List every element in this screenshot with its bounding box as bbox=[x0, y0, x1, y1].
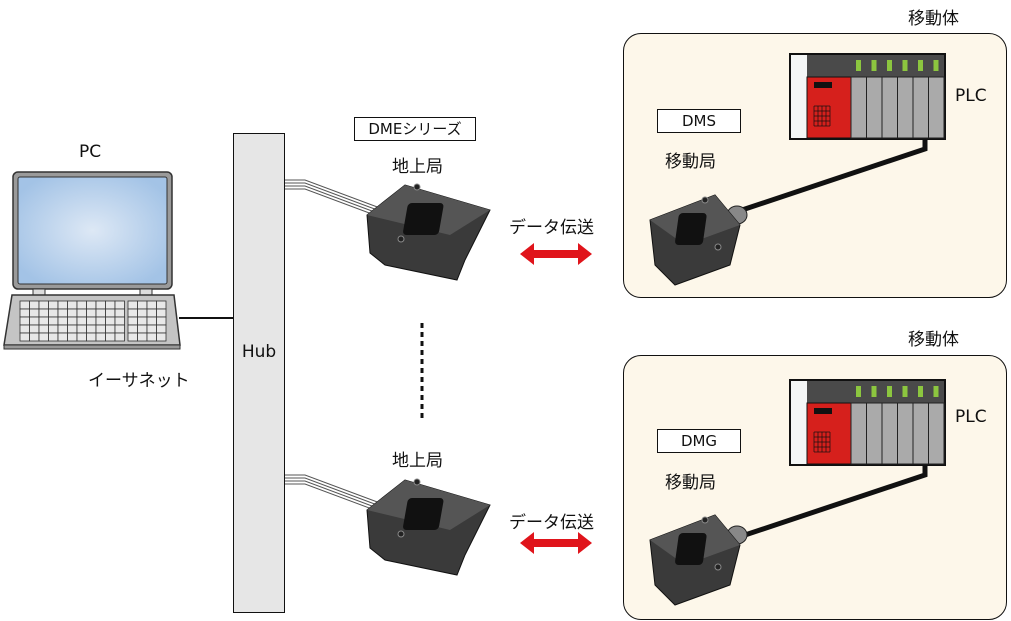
bidirectional-arrow-icon bbox=[520, 243, 592, 265]
mobile-station-sensor bbox=[649, 194, 748, 286]
pc-label: PC bbox=[79, 142, 102, 162]
plc-icon bbox=[729, 379, 946, 543]
ground-station-sensor bbox=[285, 179, 491, 281]
mobile-station-sensor bbox=[649, 514, 748, 606]
ground-station-label: 地上局 bbox=[392, 157, 443, 177]
separator-dots bbox=[420, 323, 424, 418]
mobile-body-title: 移動体 bbox=[908, 330, 959, 350]
bidirectional-arrow-icon bbox=[520, 532, 592, 554]
plc-icon bbox=[729, 53, 946, 217]
mobile-station-label: 移動局 bbox=[665, 152, 716, 172]
series-label: DMEシリーズ bbox=[354, 117, 476, 141]
ground-station-sensor bbox=[285, 474, 491, 576]
hub-label: Hub bbox=[241, 342, 277, 362]
ground-station-label: 地上局 bbox=[392, 451, 443, 471]
hub: Hub bbox=[233, 133, 285, 613]
data-transfer-label: データ伝送 bbox=[509, 513, 594, 533]
mobile-model-label: DMS bbox=[657, 109, 741, 133]
ethernet-label: イーサネット bbox=[88, 371, 190, 391]
plc-label: PLC bbox=[955, 86, 987, 106]
pc-icon bbox=[3, 171, 234, 350]
data-transfer-label: データ伝送 bbox=[509, 218, 594, 238]
plc-label: PLC bbox=[955, 407, 987, 427]
mobile-body-title: 移動体 bbox=[908, 9, 959, 29]
mobile-model-label: DMG bbox=[657, 429, 741, 453]
mobile-station-label: 移動局 bbox=[665, 473, 716, 493]
